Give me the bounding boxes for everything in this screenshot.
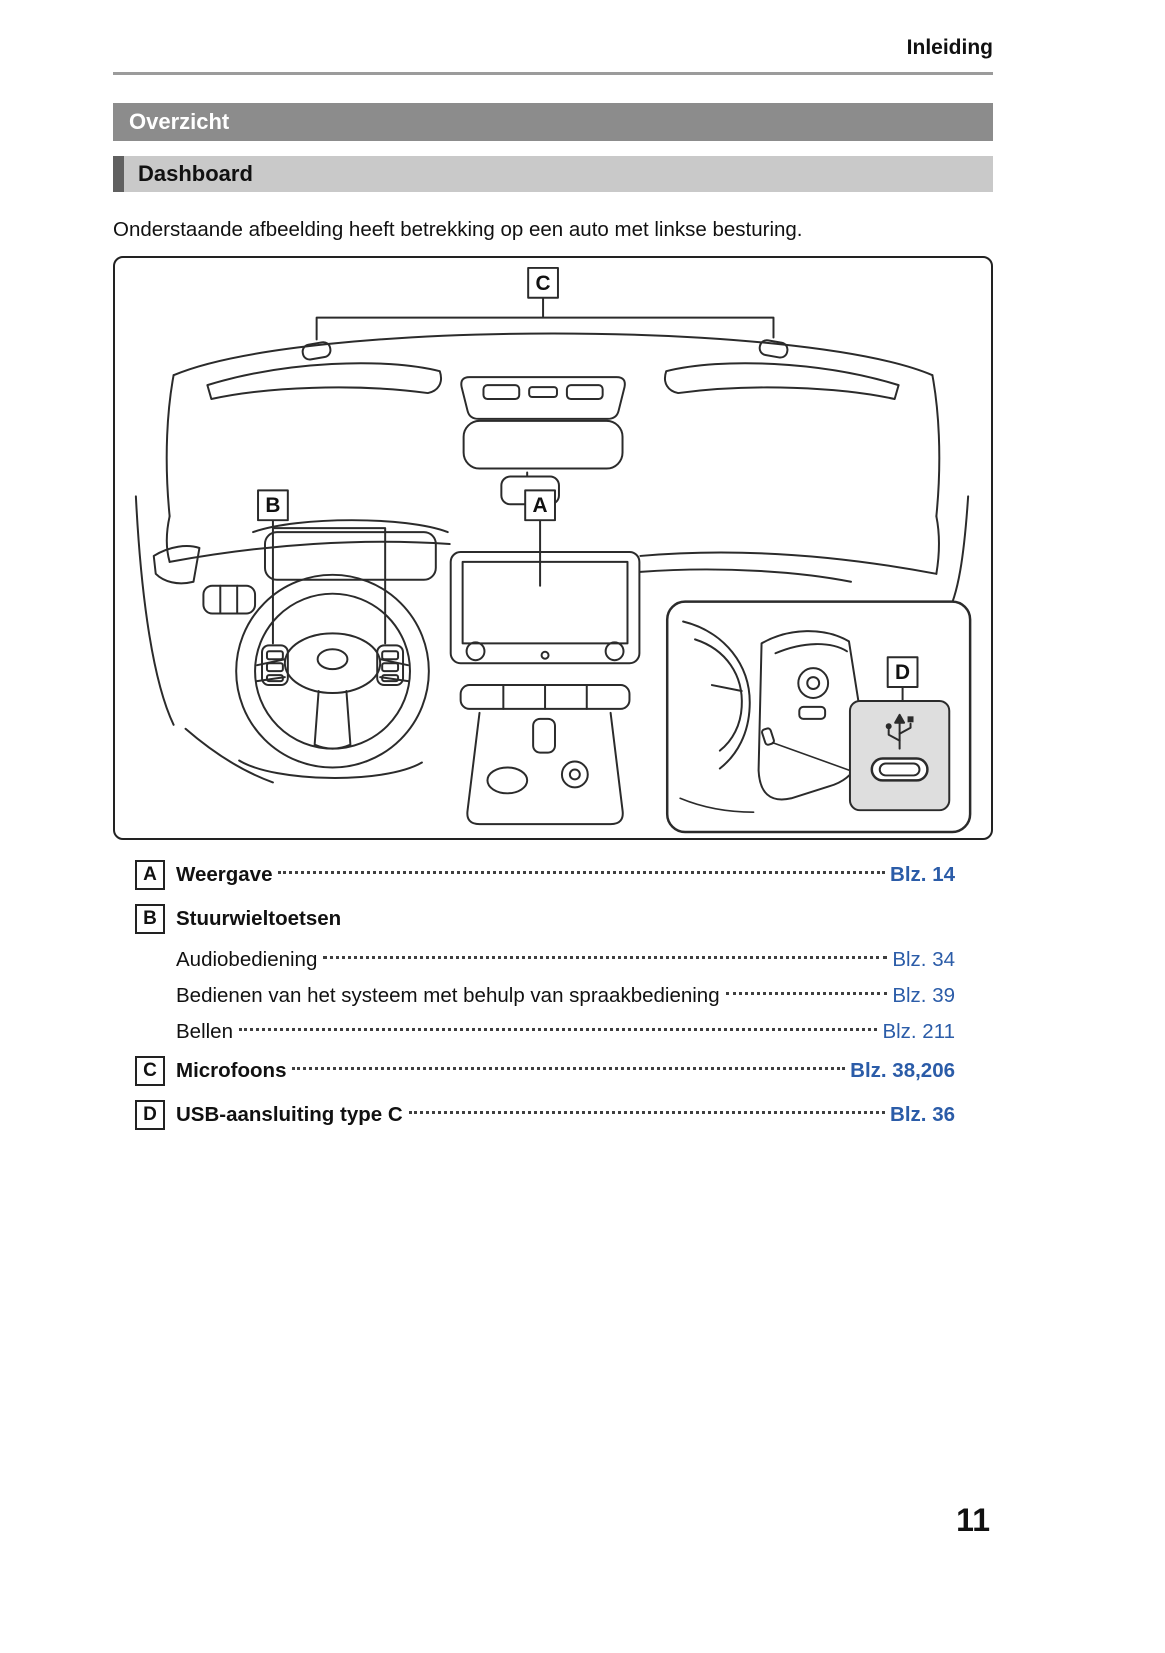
legend-marker-b: B (135, 904, 165, 934)
legend-label-audiobediening: Audiobediening (176, 948, 318, 971)
chapter-header: Inleiding (906, 36, 993, 59)
callout-b-label: B (265, 494, 280, 517)
legend-row-weergave: A Weergave Blz. 14 (113, 860, 993, 890)
pageref-audiobediening[interactable]: Blz. 34 (892, 948, 955, 971)
steering-wheel-buttons-left (261, 644, 289, 687)
legend: A Weergave Blz. 14 B Stuurwieltoetsen Au… (113, 860, 993, 1130)
dashboard-illustration: C B A D (134, 266, 972, 834)
leader-dots (323, 955, 888, 959)
pageref-usb[interactable]: Blz. 36 (890, 1103, 955, 1126)
pageref-spraakbediening[interactable]: Blz. 39 (892, 984, 955, 1007)
steering-wheel-buttons-right (376, 644, 405, 687)
callout-c-box (527, 266, 559, 299)
windshield-frame (134, 332, 970, 726)
callout-b-box (257, 489, 289, 522)
callout-a-box (524, 489, 556, 522)
center-display (449, 550, 641, 665)
intro-text: Onderstaande afbeelding heeft betrekking… (113, 218, 803, 241)
legend-row-usb: D USB-aansluiting type C Blz. 36 (113, 1100, 993, 1130)
legend-marker-a: A (135, 860, 165, 890)
legend-label-usb: USB-aansluiting type C (176, 1103, 403, 1126)
legend-row-microfoons: C Microfoons Blz. 38,206 (113, 1056, 993, 1086)
page-content: Inleiding Overzicht Dashboard Onderstaan… (113, 0, 993, 1144)
legend-subrow-audiobediening: Audiobediening Blz. 34 (113, 948, 993, 972)
microphone-left-icon (301, 341, 332, 361)
legend-subrow-spraakbediening: Bedienen van het systeem met behulp van … (113, 984, 993, 1008)
overhead-console (460, 376, 626, 420)
leader-dots (292, 1066, 846, 1070)
leader-dots (408, 1110, 886, 1114)
usb-icon (885, 713, 914, 750)
subsection-banner: Dashboard (113, 156, 993, 192)
sun-visors (206, 362, 900, 401)
legend-label-microfoons: Microfoons (176, 1059, 287, 1082)
usb-port-detail (848, 699, 951, 812)
microphone-right-icon (758, 339, 789, 359)
callout-d-box (886, 656, 919, 689)
dashboard-figure: C B A D (113, 256, 993, 840)
legend-label-stuurwieltoetsen: Stuurwieltoetsen (176, 907, 342, 930)
center-console (466, 711, 624, 826)
legend-marker-c: C (135, 1056, 165, 1086)
section-banner: Overzicht (113, 103, 993, 141)
legend-label-weergave: Weergave (176, 863, 273, 886)
callout-c-lines (315, 296, 775, 341)
legend-label-bellen: Bellen (176, 1020, 233, 1043)
legend-row-stuurwieltoetsen: B Stuurwieltoetsen (113, 904, 993, 934)
header-divider (113, 72, 993, 75)
legend-marker-d: D (135, 1100, 165, 1130)
legend-label-spraakbediening: Bedienen van het systeem met behulp van … (176, 984, 720, 1007)
steering-wheel (235, 573, 430, 779)
callout-c-label: C (536, 272, 551, 295)
dashboard-top (152, 540, 938, 784)
center-vents (459, 684, 631, 710)
leader-dots (278, 870, 886, 874)
pageref-bellen[interactable]: Blz. 211 (882, 1020, 955, 1043)
pageref-microfoons[interactable]: Blz. 38,206 (850, 1059, 955, 1082)
leader-dots (725, 991, 888, 995)
callout-d-label: D (895, 661, 910, 684)
pageref-weergave[interactable]: Blz. 14 (890, 863, 955, 886)
callout-a-label: A (533, 494, 548, 517)
callout-b-lines (271, 519, 387, 645)
legend-subrow-bellen: Bellen Blz. 211 (113, 1020, 993, 1044)
leader-dots (239, 1027, 878, 1031)
page-number: 11 (956, 1502, 990, 1538)
